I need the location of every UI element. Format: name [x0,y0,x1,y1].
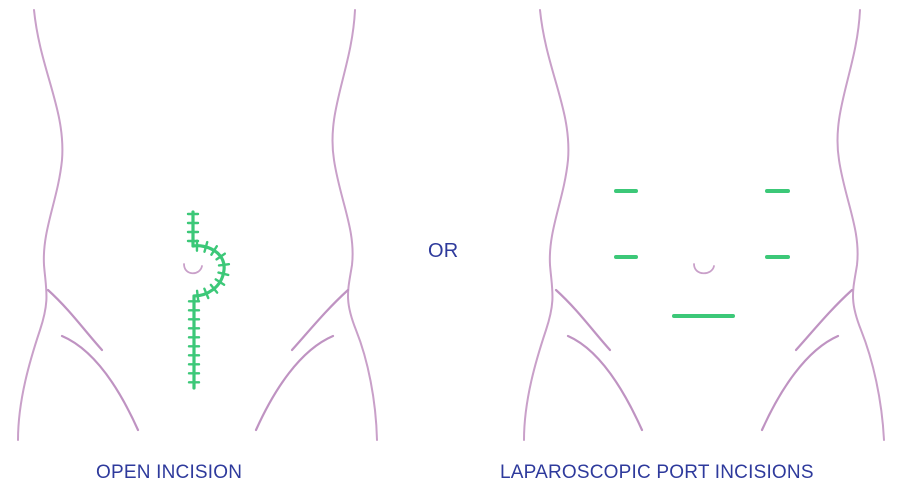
navel [694,264,714,273]
torso-left-outline [524,10,568,440]
laparoscopic-label: LAPAROSCOPIC PORT INCISIONS [500,462,814,484]
laparoscopic-figure [524,10,884,440]
right-groin-crease-inner [762,336,838,430]
left-groin-crease-inner [568,336,642,430]
left-groin-crease-inner [62,336,138,430]
torso-right-outline [837,10,884,440]
torso-right-outline [332,10,377,440]
left-groin-crease [556,290,610,350]
right-groin-crease [292,290,348,350]
or-label: OR [428,240,458,263]
stitch-mark [205,242,208,252]
stitch-mark [218,273,228,275]
left-groin-crease [48,290,102,350]
navel [184,264,202,273]
right-groin-crease [796,290,852,350]
open-incision-figure [18,10,377,440]
right-groin-crease-inner [256,336,333,430]
open-incision-label: OPEN INCISION [96,462,242,484]
stitch-mark [197,291,198,301]
stitch-mark [219,264,229,265]
torso-left-outline [18,10,62,440]
